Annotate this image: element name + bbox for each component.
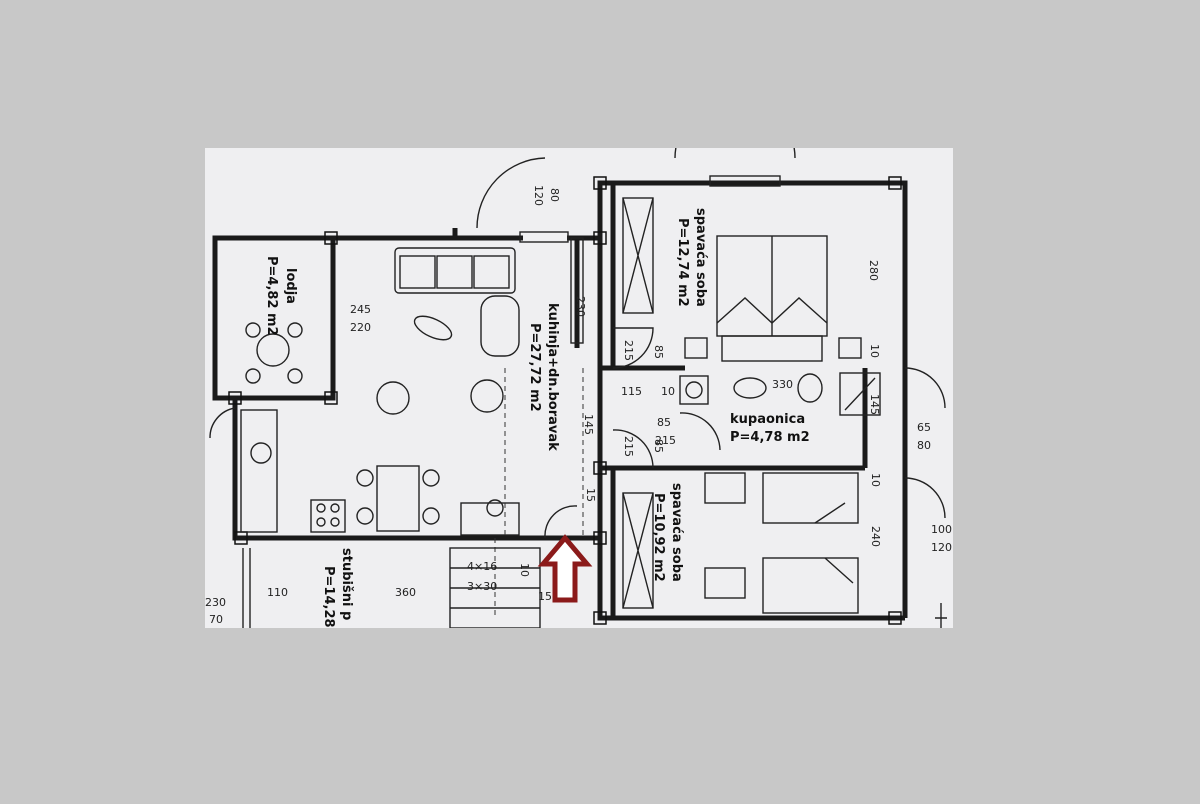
door-swing — [476, 157, 546, 229]
stair-label: 4×16 — [467, 560, 497, 573]
dim-label: 145 — [582, 414, 595, 435]
dim-label: 115 — [621, 385, 642, 398]
room-area-kitchen: P=27,72 m2 — [527, 323, 542, 412]
bed-icon — [762, 472, 859, 524]
dim-label: 215 — [622, 340, 635, 361]
sink-icon — [250, 442, 272, 464]
dim-label: 80 — [548, 188, 561, 202]
stair-label: 3×30 — [467, 580, 497, 593]
armchair-icon — [480, 295, 520, 357]
dim-label: 100 — [931, 523, 952, 536]
shower-icon — [839, 372, 881, 416]
dim-label: 120 — [532, 185, 545, 206]
door-swing — [674, 148, 796, 159]
dim-label: 240 — [869, 526, 882, 547]
dim-label: 110 — [267, 586, 288, 599]
dim-label: 280 — [867, 260, 880, 281]
stairs — [242, 547, 541, 628]
desk-chair-icon — [704, 472, 746, 504]
wall-posts — [228, 176, 902, 625]
dining-table-icon — [376, 465, 420, 532]
dim-label: 230 — [205, 596, 226, 609]
dim-label: 10 — [869, 473, 882, 487]
dim-label: 230 — [574, 296, 587, 317]
room-area-bedroom2: P=10,92 m2 — [651, 493, 666, 582]
dim-label: 120 — [931, 541, 952, 554]
dim-label: 10 — [868, 344, 881, 358]
room-area-bathroom: P=4,78 m2 — [730, 430, 810, 445]
dim-label: 220 — [350, 321, 371, 334]
dim-label: 245 — [350, 303, 371, 316]
dim-label: 80 — [917, 439, 931, 452]
furniture — [240, 175, 881, 614]
walls — [212, 180, 908, 621]
room-name-lodja: lodja — [283, 268, 298, 304]
tv-icon — [460, 502, 520, 536]
washer-icon — [679, 375, 709, 405]
coffee-table-icon — [413, 315, 453, 341]
outer-wall-top — [333, 180, 908, 618]
toilet-icon — [797, 373, 823, 403]
dim-label: 70 — [209, 613, 223, 626]
door-swings — [209, 327, 946, 539]
floor-plan-drawing: lodja P=4,82 m2 kuhinja+dn.boravak P=27,… — [205, 148, 952, 628]
room-name-bedroom1: spavaća soba — [693, 208, 708, 307]
dim-label: 85 — [652, 345, 665, 359]
dim-label: 15 — [538, 590, 552, 603]
bedroom-column-wall — [597, 238, 905, 621]
dim-label: 85 — [652, 439, 665, 453]
dashed-guides — [494, 368, 584, 618]
dim-label: 85 — [657, 416, 671, 429]
dim-label: 360 — [395, 586, 416, 599]
lodja-walls — [212, 235, 336, 401]
room-name-bathroom: kupaonica — [730, 412, 805, 427]
dim-label: 15 — [584, 488, 597, 502]
pouf-icon — [376, 381, 410, 415]
entrance-arrow-icon — [537, 534, 593, 603]
sofa-icon — [394, 247, 516, 294]
closet-icon — [622, 492, 654, 609]
dim-label: 215 — [655, 434, 676, 447]
room-name-kitchen: kuhinja+dn.boravak — [545, 303, 560, 451]
kitchen-partition — [452, 228, 580, 348]
floor-plan: lodja P=4,82 m2 kuhinja+dn.boravak P=27,… — [205, 148, 953, 628]
kitchen-counter — [240, 409, 278, 533]
room-name-bedroom2: spavaća soba — [669, 483, 684, 582]
lodja-table-icon — [256, 333, 290, 367]
dimension-labels: 80 120 245 220 230 280 215 85 10 115 10 … — [205, 185, 952, 626]
pouf-icon — [470, 379, 504, 413]
room-area-lodja: P=4,82 m2 — [264, 256, 279, 336]
dim-label: 330 — [772, 378, 793, 391]
stove-icon — [310, 499, 346, 533]
dim-label: 10 — [661, 385, 675, 398]
dim-label: 65 — [917, 421, 931, 434]
room-area-bedroom1: P=12,74 m2 — [675, 218, 690, 307]
washbasin-icon — [733, 377, 767, 399]
dim-label: 215 — [622, 436, 635, 457]
dim-label: 10 — [518, 563, 531, 577]
edge-fragment — [935, 603, 947, 628]
room-name-stairs: stubišni p — [339, 548, 354, 620]
dim-label: 145 — [868, 394, 881, 415]
closet-icon — [622, 197, 654, 314]
room-area-stairs: P=14,28 — [321, 566, 336, 628]
